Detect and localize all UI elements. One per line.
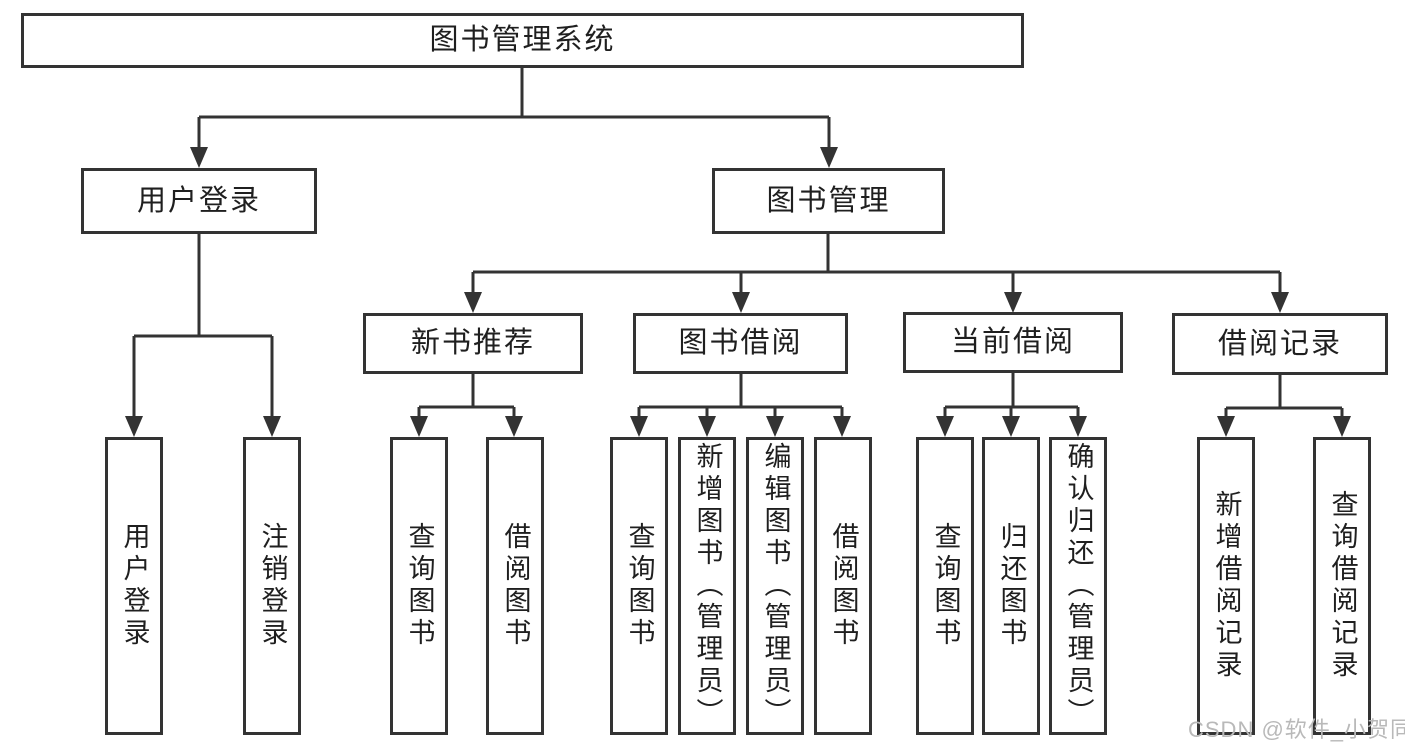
leaf-edit-book-admin: 编辑图书（管理员） (746, 437, 804, 735)
leaf-borrow-book-rec: 借阅图书 (486, 437, 544, 735)
node-book-mgmt: 图书管理 (712, 168, 945, 234)
node-user-login: 用户登录 (81, 168, 317, 234)
node-current-borrow: 当前借阅 (903, 312, 1123, 373)
leaf-user-login-label: 用户登录 (119, 522, 150, 650)
node-current-borrow-label: 当前借阅 (950, 326, 1075, 358)
node-borrow-records: 借阅记录 (1172, 313, 1388, 375)
leaf-logout-label: 注销登录 (257, 522, 288, 650)
connector-new-book-rec-children (410, 374, 523, 437)
leaf-borrow-book-label: 借阅图书 (828, 522, 859, 650)
node-new-book-rec-label: 新书推荐 (410, 327, 535, 359)
leaf-add-borrow-record: 新增借阅记录 (1197, 437, 1255, 735)
leaf-return-book-label: 归还图书 (996, 522, 1027, 650)
leaf-query-book-current: 查询图书 (916, 437, 974, 735)
leaf-confirm-return-admin-label: 确认归还（管理员） (1063, 442, 1094, 730)
watermark: CSDN @软件_小贺同学 (1188, 717, 1405, 742)
leaf-borrow-book-rec-label: 借阅图书 (500, 522, 531, 650)
leaf-user-login: 用户登录 (105, 437, 163, 735)
node-borrow-records-label: 借阅记录 (1217, 327, 1342, 360)
leaf-query-book-borrow-label: 查询图书 (624, 522, 655, 650)
node-new-book-rec: 新书推荐 (363, 313, 583, 374)
node-root-system-label: 图书管理系统 (429, 24, 616, 56)
leaf-query-borrow-record-label: 查询借阅记录 (1327, 490, 1358, 682)
leaf-query-book-borrow: 查询图书 (610, 437, 668, 735)
leaf-add-book-admin-label: 新增图书（管理员） (692, 442, 723, 730)
leaf-query-book-rec-label: 查询图书 (404, 522, 435, 650)
node-root-system: 图书管理系统 (21, 13, 1024, 68)
leaf-borrow-book: 借阅图书 (814, 437, 872, 735)
leaf-edit-book-admin-label: 编辑图书（管理员） (760, 442, 791, 730)
node-book-borrow: 图书借阅 (633, 313, 848, 374)
connector-book-borrow-children (630, 374, 851, 437)
leaf-query-book-current-label: 查询图书 (930, 522, 961, 650)
connector-user-login-children (125, 234, 281, 437)
leaf-logout: 注销登录 (243, 437, 301, 735)
connector-root-to-level2 (190, 68, 838, 168)
node-user-login-label: 用户登录 (136, 184, 261, 217)
leaf-return-book: 归还图书 (982, 437, 1040, 735)
leaf-query-borrow-record: 查询借阅记录 (1313, 437, 1371, 735)
node-book-borrow-label: 图书借阅 (678, 327, 803, 359)
connector-current-borrow-children (936, 373, 1087, 437)
leaf-add-borrow-record-label: 新增借阅记录 (1211, 490, 1242, 682)
leaf-add-book-admin: 新增图书（管理员） (678, 437, 736, 735)
connector-borrow-records-children (1217, 375, 1351, 437)
connector-book-mgmt-children (464, 234, 1289, 313)
node-book-mgmt-label: 图书管理 (766, 184, 891, 217)
leaf-confirm-return-admin: 确认归还（管理员） (1049, 437, 1107, 735)
leaf-query-book-rec: 查询图书 (390, 437, 448, 735)
